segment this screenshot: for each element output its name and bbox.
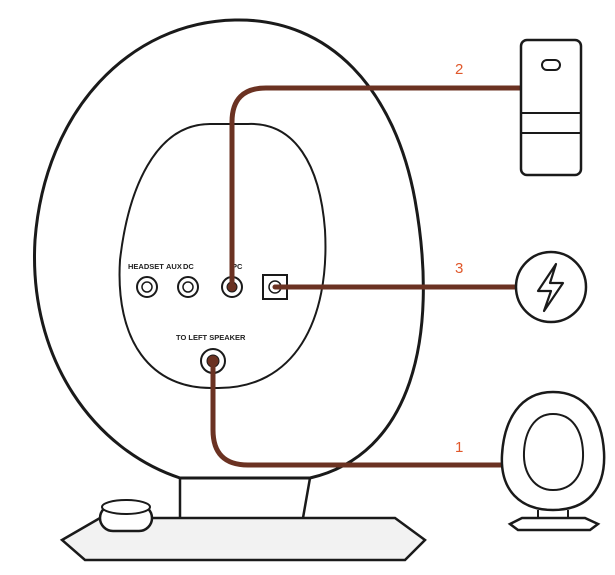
volume-knob-top — [101, 499, 151, 515]
callout-1: 1 — [455, 439, 463, 456]
left-speaker-icon — [500, 390, 606, 532]
pc-tower-icon — [519, 38, 583, 177]
cable-pc — [229, 85, 528, 285]
rear-panel — [118, 122, 327, 390]
label-headset: HEADSET — [128, 262, 164, 271]
label-dc: DC — [183, 262, 194, 271]
lightning-bolt-icon — [514, 250, 588, 324]
label-pc: PC — [232, 262, 243, 271]
label-aux: AUX — [166, 262, 182, 271]
callout-3: 3 — [455, 260, 463, 277]
port-aux[interactable] — [177, 276, 199, 298]
label-to-left-speaker: TO LEFT SPEAKER — [176, 333, 246, 342]
port-headset[interactable] — [136, 276, 158, 298]
cable-left-speaker — [210, 358, 555, 468]
callout-2: 2 — [455, 61, 463, 78]
